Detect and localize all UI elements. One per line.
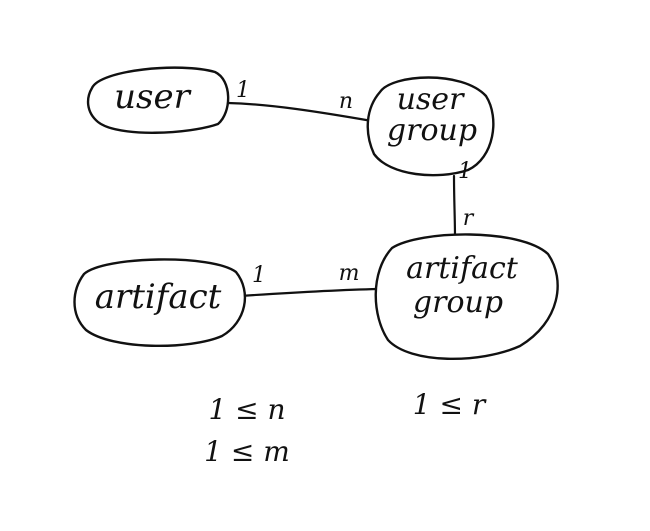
node-user-group-line1: user bbox=[397, 82, 465, 117]
cardinality-user-side: 1 bbox=[236, 78, 250, 103]
edge-artifact-to-artifact-group bbox=[238, 287, 380, 298]
node-artifact-group-shape bbox=[374, 233, 559, 361]
node-user-group-shape bbox=[366, 76, 495, 177]
node-artifact-group: artifact group bbox=[374, 233, 559, 361]
edge-user-group-to-artifact-group bbox=[452, 174, 457, 240]
constraint-n: 1 ≤ n bbox=[208, 393, 285, 426]
edge-user-to-user-group bbox=[226, 101, 374, 123]
node-user: user bbox=[86, 66, 230, 134]
cardinality-user-group-side-1: 1 bbox=[458, 159, 472, 184]
cardinality-artifact-group-side-r: r bbox=[463, 206, 475, 231]
node-artifact-label: artifact bbox=[95, 277, 222, 317]
cardinality-artifact-side: 1 bbox=[252, 263, 266, 288]
node-user-label: user bbox=[114, 77, 191, 117]
cardinality-artifact-group-side-m: m bbox=[339, 261, 360, 286]
node-user-shape bbox=[86, 66, 230, 134]
node-user-group: user group bbox=[366, 76, 495, 177]
node-user-group-line2: group bbox=[387, 113, 477, 148]
constraint-r: 1 ≤ r bbox=[413, 388, 487, 421]
constraint-m: 1 ≤ m bbox=[204, 435, 290, 468]
node-artifact: artifact bbox=[73, 258, 247, 348]
node-artifact-shape bbox=[73, 258, 247, 348]
node-artifact-group-line1: artifact bbox=[406, 251, 519, 286]
cardinality-user-group-side-n: n bbox=[339, 89, 353, 114]
node-artifact-group-line2: group bbox=[413, 285, 503, 320]
